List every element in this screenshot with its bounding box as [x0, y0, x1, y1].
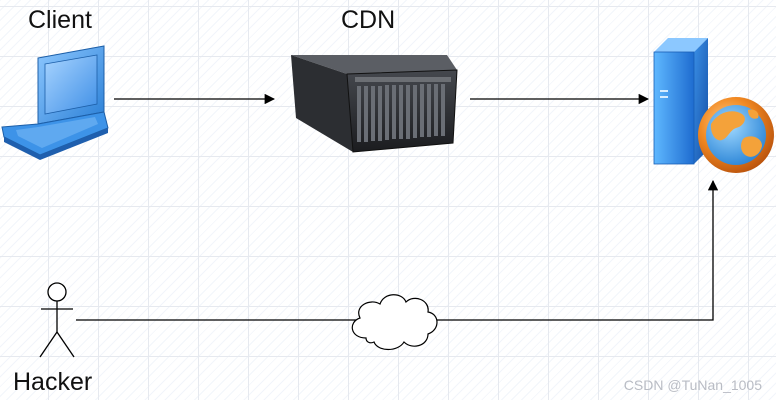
client-label: Client	[28, 6, 92, 34]
server-rack-icon	[291, 55, 458, 153]
web-server-globe-icon	[653, 38, 774, 173]
cloud-icon	[351, 294, 438, 351]
edge-hacker-origin	[76, 179, 719, 321]
laptop-icon	[1, 45, 109, 160]
watermark: CSDN @TuNan_1005	[623, 377, 762, 393]
drive-bays	[357, 84, 445, 142]
stick-figure-icon	[39, 282, 75, 358]
cdn-label: CDN	[341, 6, 396, 34]
hacker-label: Hacker	[13, 368, 93, 396]
